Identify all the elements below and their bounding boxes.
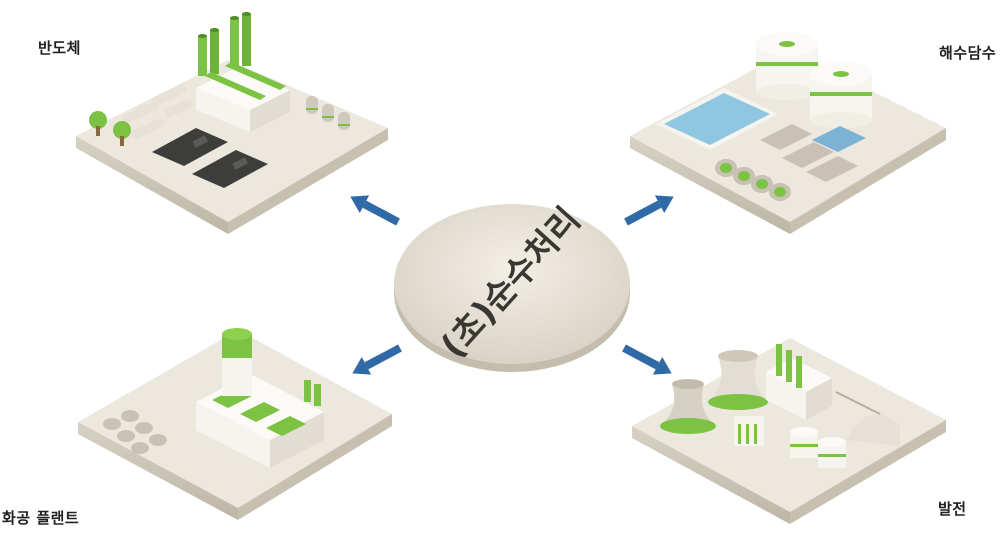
semiconductor-plant-illustration bbox=[76, 12, 388, 234]
power-plant-illustration bbox=[632, 338, 946, 524]
chemical-plant-illustration bbox=[78, 328, 392, 520]
label-power-generation: 발전 bbox=[938, 500, 967, 518]
arrow-to-power bbox=[622, 344, 672, 375]
arrow-to-chemical bbox=[352, 344, 402, 375]
arrow-to-semiconductor bbox=[350, 195, 400, 226]
center-disc bbox=[394, 204, 630, 372]
label-desalination: 해수담수 bbox=[939, 44, 997, 62]
arrow-to-desalination bbox=[624, 195, 674, 226]
label-semiconductor: 반도체 bbox=[38, 39, 81, 57]
label-chemical-plant: 화공 플랜트 bbox=[2, 509, 80, 527]
desalination-plant-illustration bbox=[630, 32, 946, 234]
